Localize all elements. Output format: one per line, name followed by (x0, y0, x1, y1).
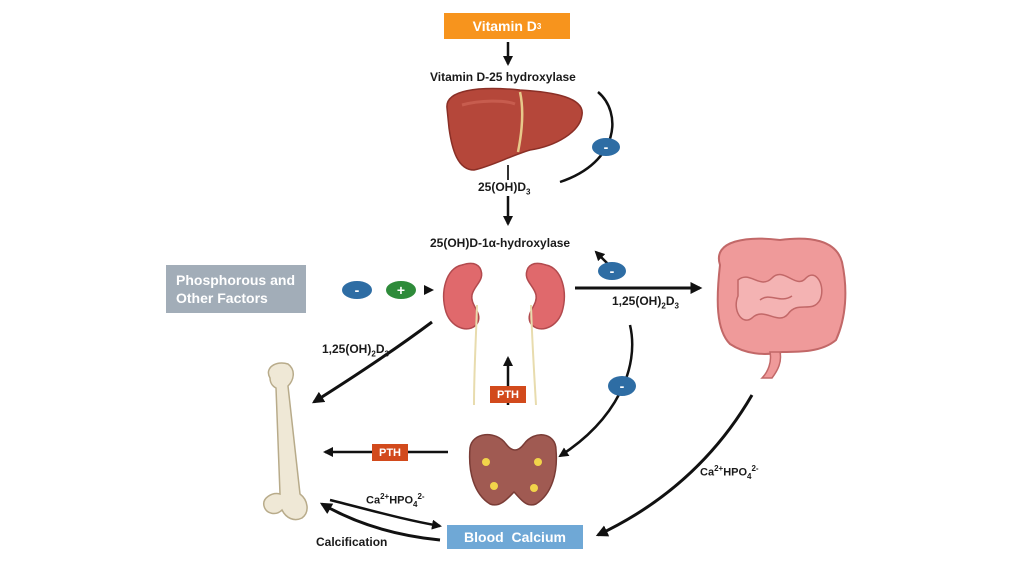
minus-badge-liver: - (592, 138, 620, 156)
thyroid-parathyroid-organ (468, 434, 558, 506)
kidneys-organ (442, 262, 566, 406)
phosphorous-line2: Other Factors (176, 290, 268, 306)
bone-femur (263, 362, 308, 521)
intestine-organ (716, 237, 847, 379)
blood-calcium-box: Blood Calcium (447, 525, 583, 549)
liver-organ (446, 87, 583, 180)
minus-badge-kidney: - (598, 262, 626, 280)
calcitriol-label-left: 1,25(OH)2D3 (322, 342, 389, 359)
ca-hpo4-label-bottom: Ca2+HPO42- (366, 492, 425, 509)
calcitriol-label-right: 1,25(OH)2D3 (612, 294, 679, 311)
oh-d3-label: 25(OH)D3 (478, 180, 531, 197)
phosphorous-factors-box: Phosphorous and Other Factors (166, 265, 306, 313)
vitamin-d3-text: Vitamin D (472, 18, 537, 34)
minus-badge-thyroid: - (608, 376, 636, 396)
pth-box-left: PTH (372, 444, 408, 461)
minus-badge-phosphorous: - (342, 281, 372, 299)
ca-hpo4-label-right: Ca2+HPO42- (700, 464, 759, 481)
vitamin-d3-subscript: 3 (536, 21, 542, 31)
pth-box-up: PTH (490, 386, 526, 403)
phosphorous-line1: Phosphorous and (176, 272, 295, 288)
one-alpha-hydroxylase-label: 25(OH)D-1α-hydroxylase (430, 236, 571, 250)
calcification-label: Calcification (316, 535, 388, 549)
vitamin-d-25-hydroxylase-label: Vitamin D-25 hydroxylase (430, 70, 576, 84)
plus-badge-phosphorous: + (386, 281, 416, 299)
